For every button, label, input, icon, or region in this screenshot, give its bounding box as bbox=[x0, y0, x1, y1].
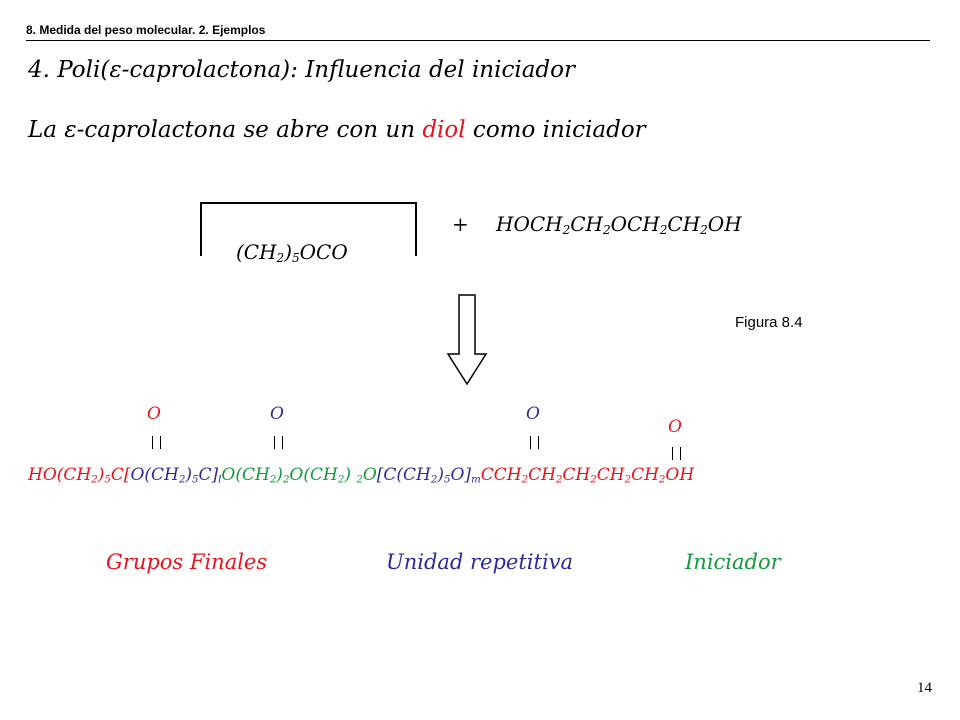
subtitle-after: como iniciador bbox=[465, 117, 646, 143]
double-bond-line bbox=[538, 436, 539, 449]
carbonyl-oxygen: O bbox=[668, 417, 682, 437]
double-bond-line bbox=[282, 436, 283, 449]
reaction-arrow-icon bbox=[446, 294, 488, 386]
double-bond-line bbox=[152, 436, 153, 449]
label-end-groups: Grupos Finales bbox=[106, 550, 268, 574]
slide-subtitle: La ε-caprolactona se abre con un diol co… bbox=[28, 117, 646, 143]
polymer-formula: HO(CH2)5C[O(CH2)5C]lO(CH2)2O(CH2) 2O[C(C… bbox=[28, 465, 694, 485]
label-initiator: Iniciador bbox=[685, 550, 781, 574]
end-group-left: HO(CH2)5C[ bbox=[28, 465, 131, 486]
subtitle-highlight: diol bbox=[422, 117, 466, 143]
label-repeat-unit: Unidad repetitiva bbox=[386, 550, 574, 574]
slide-title: 4. Poli(ε-caprolactona): Influencia del … bbox=[28, 57, 575, 83]
repeat-unit-right: [C(CH2)5O]m bbox=[376, 465, 481, 486]
double-bond-line bbox=[672, 447, 673, 460]
double-bond-line bbox=[530, 436, 531, 449]
plus-sign: + bbox=[452, 212, 469, 236]
double-bond-line bbox=[274, 436, 275, 449]
initiator-segment: O(CH2)2O(CH2) 2O bbox=[221, 465, 377, 486]
section-header: 8. Medida del peso molecular. 2. Ejemplo… bbox=[26, 23, 266, 37]
double-bond-line bbox=[680, 447, 681, 460]
carbonyl-oxygen: O bbox=[147, 404, 161, 424]
header-divider bbox=[26, 40, 930, 41]
figure-label: Figura 8.4 bbox=[735, 314, 803, 331]
diol-formula: HOCH2CH2OCH2CH2OH bbox=[496, 212, 742, 237]
double-bond-line bbox=[160, 436, 161, 449]
subtitle-before: La ε-caprolactona se abre con un bbox=[28, 117, 423, 143]
end-group-right: CCH2CH2CH2CH2CH2OH bbox=[480, 465, 695, 486]
carbonyl-oxygen: O bbox=[270, 404, 284, 424]
carbonyl-oxygen: O bbox=[526, 404, 540, 424]
page-number: 14 bbox=[917, 680, 932, 696]
caprolactone-formula: (CH2)5OCO bbox=[230, 240, 354, 264]
ring-bracket bbox=[200, 202, 417, 256]
repeat-unit-left: O(CH2)5C]l bbox=[130, 465, 222, 486]
